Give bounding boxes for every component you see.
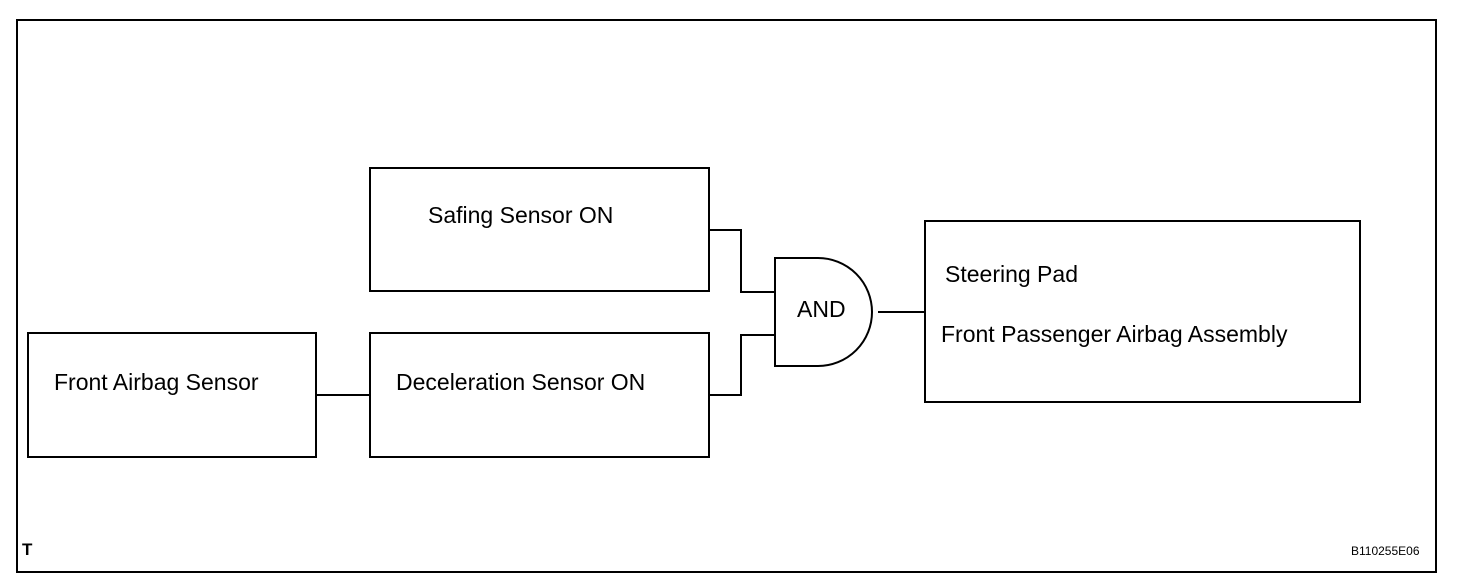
output-box: Steering Pad Front Passenger Airbag Asse…	[924, 220, 1361, 403]
deceleration-sensor-box: Deceleration Sensor ON	[369, 332, 710, 458]
wire-decel-to-and	[709, 334, 775, 396]
corner-mark: T	[22, 540, 33, 559]
safing-sensor-label: Safing Sensor ON	[428, 202, 614, 228]
diagram-frame	[16, 19, 1437, 573]
deceleration-sensor-label: Deceleration Sensor ON	[396, 369, 646, 395]
front-airbag-sensor-box: Front Airbag Sensor	[27, 332, 317, 458]
front-airbag-sensor-label: Front Airbag Sensor	[54, 369, 259, 395]
front-passenger-airbag-label: Front Passenger Airbag Assembly	[941, 321, 1288, 347]
and-gate-label: AND	[797, 296, 846, 322]
steering-pad-label: Steering Pad	[945, 261, 1078, 287]
safing-sensor-box: Safing Sensor ON	[369, 167, 710, 292]
figure-code: B110255E06	[1351, 544, 1420, 558]
wire-safing-to-and	[709, 229, 775, 293]
and-gate-shape	[774, 257, 873, 367]
